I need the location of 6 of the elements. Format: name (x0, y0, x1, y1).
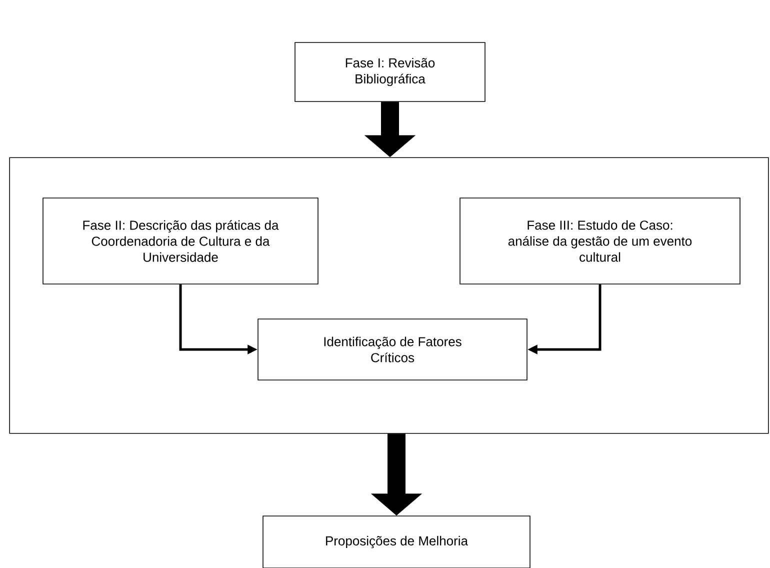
process-box: Fase I: Revisão Bibliográfica (294, 42, 486, 102)
process-box: Proposições de Melhoria (262, 516, 530, 568)
process-box: Fase II: Descrição das práticas da Coordenadoria de Cultura e da Universidade (42, 198, 318, 284)
process-box: Fase III: Estudo de Caso: análise da gestão de um evento cultural (460, 198, 740, 284)
group-frame (9, 157, 769, 434)
process-box: Identificação de Fatores Críticos (258, 318, 528, 380)
